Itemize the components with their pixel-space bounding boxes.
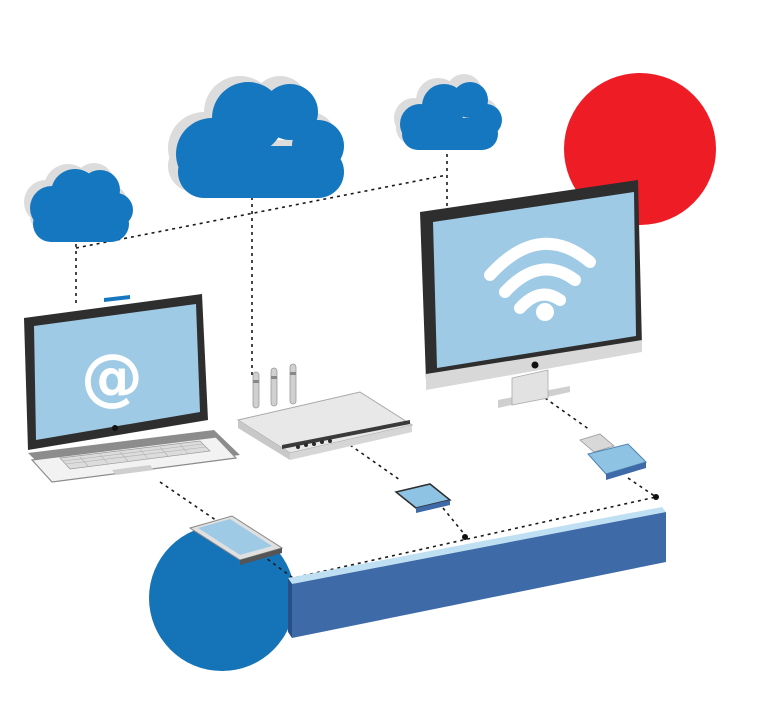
laptop: @	[24, 294, 240, 483]
monitor-webcam	[531, 361, 539, 369]
router-front	[290, 425, 412, 460]
connection-lines	[75, 140, 657, 579]
router-left	[238, 420, 290, 460]
laptop-touchpad	[112, 465, 154, 475]
cloud-icon	[394, 74, 502, 150]
junction-dot	[653, 494, 659, 500]
router-lights	[296, 439, 332, 449]
wifi-dot	[536, 303, 554, 321]
at-symbol-icon: @	[81, 340, 143, 413]
usb-stick	[579, 433, 647, 480]
platform	[288, 507, 666, 638]
monitor-to-usb-line	[544, 397, 591, 431]
monitor-stand	[511, 369, 549, 406]
platform-front	[292, 512, 666, 638]
usb-to-junction-line	[627, 477, 657, 498]
cloud-icon	[168, 76, 344, 198]
platform-top	[288, 507, 666, 584]
wifi-icon	[484, 237, 596, 314]
router	[236, 363, 414, 460]
router-to-chip-line	[349, 444, 401, 481]
monitor-screen	[433, 192, 636, 368]
platform-side	[288, 578, 292, 638]
tablet	[188, 515, 284, 565]
chip-to-junction-line	[442, 507, 466, 536]
cloud-icon	[24, 163, 133, 242]
junction-dot	[462, 534, 468, 540]
laptop-screen	[34, 304, 200, 440]
cloud-network-line	[75, 174, 448, 249]
router-antennas	[252, 363, 297, 409]
laptop-webcam	[112, 425, 118, 431]
monitor	[420, 180, 642, 408]
blue-accent-circle	[149, 525, 295, 671]
sd-card	[394, 483, 452, 513]
laptop-key-grid	[62, 443, 207, 467]
